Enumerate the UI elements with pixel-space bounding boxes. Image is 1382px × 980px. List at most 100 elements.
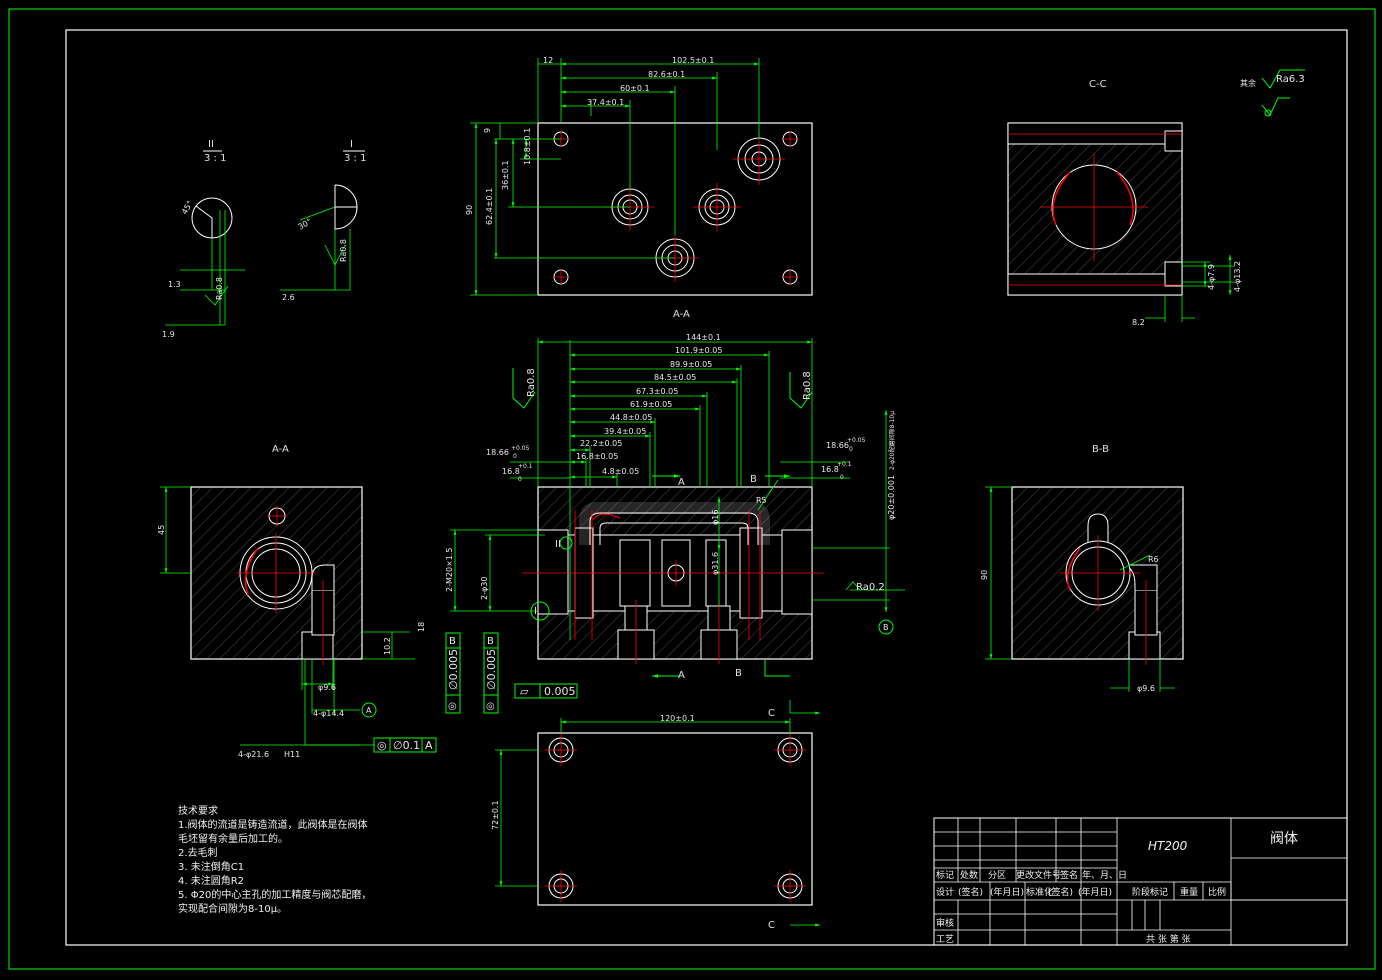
title-review: 审核 (936, 917, 954, 929)
top-view: 102.5±0.1 82.6±0.1 60±0.1 37.4±0.1 12 9 … (465, 56, 813, 320)
dim-main-tol0-r: 0 (849, 446, 853, 453)
title-design: 设计 (936, 886, 954, 898)
label-detail-ii: II (208, 139, 214, 150)
tol-frame-flat-sym: ▱ (520, 685, 529, 698)
notes-line-2: 毛坯留有余量后加工的。 (178, 832, 288, 845)
title-label-count: 处数 (960, 869, 978, 881)
detail-mark-ii: II (555, 539, 561, 550)
section-cc-view: 8.2 4-φ7.9 4-φ13.2 C-C (1007, 79, 1242, 327)
dim-det-19: 1.9 (162, 330, 175, 339)
dim-aa-45: 45 (157, 525, 166, 535)
label-section-aa: A-A (272, 444, 289, 455)
notes-title: 技术要求 (178, 804, 218, 817)
dim-cc-82: 8.2 (1132, 318, 1145, 327)
dim-main-phi16: φ16 (711, 510, 720, 525)
dim-aa-216: 4-φ21.6 (238, 750, 269, 759)
dim-main-phi20: φ20±0.001 (887, 475, 896, 520)
notes-line-5: 4. 未注圆角R2 (178, 874, 244, 887)
outer-border (8, 8, 1376, 970)
dim-main-tol0b-l: 0 (518, 476, 522, 483)
label-section-aa-top: A-A (673, 309, 690, 320)
cut-mark-c-bottom: C (768, 920, 775, 931)
dim-main-tol-l: +0.05 (511, 445, 530, 452)
detail-mark-i: I (534, 606, 537, 617)
title-block: HT200 阀体 标记 处数 分区 更改文件号 签名 年、月、日 设计 (签名)… (933, 817, 1348, 946)
tol-frame-a-sym: ◎ (377, 739, 387, 752)
cut-mark-a-bottom: A (678, 670, 685, 681)
dim-main-899: 89.9±0.05 (670, 360, 712, 369)
dim-bb-90: 90 (980, 570, 989, 580)
notes-line-4: 3. 未注倒角C1 (178, 860, 244, 873)
label-section-bb: B-B (1092, 444, 1109, 455)
notes-line-1: 1.阀体的流道是铸造流道，此阀体是在阀体 (178, 818, 368, 831)
dim-aa-h11: H11 (284, 750, 300, 759)
datum-b: B (883, 623, 889, 632)
dim-top-12: 12 (543, 56, 553, 65)
ra-main-bore: Ra0.2 (856, 582, 885, 593)
cut-mark-b-bottom: B (735, 668, 742, 679)
label-section-cc: C-C (1089, 79, 1107, 90)
dim-main-144: 144±0.1 (686, 333, 721, 342)
detail-i: I 3 : 1 2.6 30° Ra0.8 (280, 139, 366, 302)
ra-main-left: Ra0.8 (526, 368, 537, 397)
dim-aa-144: 4-φ14.4 (313, 709, 344, 718)
roughness-rest-value: Ra6.3 (1276, 74, 1305, 85)
dim-main-m20: 2-M20×1.5 (445, 548, 454, 592)
tol-frame-a-datum: A (425, 739, 433, 752)
title-sign-1: (签名) (958, 886, 983, 898)
title-label-change: 更改文件号 (1016, 869, 1061, 881)
tol-frame-b1-datum: B (449, 636, 456, 647)
dim-main-rsym: 2-φ20配磨间隙8-10μ (888, 411, 896, 470)
dim-det-30: 30° (297, 217, 314, 232)
dim-main-r5: R5 (756, 496, 767, 505)
dim-det-26: 2.6 (282, 293, 295, 302)
tol-frame-b1-sym: ◎ (448, 701, 457, 712)
dim-main-222: 22.2±0.05 (580, 439, 622, 448)
dim-top-1025: 102.5±0.1 (672, 56, 714, 65)
dim-det-ra08-i: Ra0.8 (339, 239, 348, 262)
title-standard: 标准化 (1026, 886, 1053, 898)
title-date-1: (年月日) (990, 886, 1024, 898)
dim-aa-96: φ9.6 (318, 683, 336, 692)
dim-top-374: 37.4±0.1 (587, 98, 624, 107)
dim-main-1866r: 18.66 (826, 441, 849, 450)
dim-main-168: 16.8±0.05 (576, 452, 618, 461)
dim-cc-phi132: 4-φ13.2 (1233, 261, 1242, 292)
title-part-name: 阀体 (1270, 831, 1298, 847)
dim-main-tol1-l: +0.1 (518, 463, 533, 470)
roughness-rest-symbol: 其余 Ra6.3 (1240, 69, 1305, 117)
dim-aa-18: 18 (417, 622, 426, 632)
bottom-view: 120±0.1 72±0.1 C C (491, 700, 820, 931)
dim-bot-120: 120±0.1 (660, 714, 695, 723)
dim-main-448: 44.8±0.05 (610, 413, 652, 422)
dim-top-90: 90 (465, 205, 474, 215)
dim-main-tol-r: +0.05 (847, 437, 866, 444)
cut-mark-c-top: C (768, 708, 775, 719)
cut-mark-a-top: A (678, 477, 685, 488)
tol-frame-b1-value: ∅0.005 (447, 649, 460, 690)
notes-line-6: 5. Φ20的中心主孔的加工精度与阀芯配磨， (178, 888, 371, 901)
dim-top-36: 36±0.1 (501, 160, 510, 190)
dim-main-1866l: 18.66 (486, 448, 509, 457)
dim-main-168l: 16.8 (502, 467, 520, 476)
dim-cc-phi79: 4-φ7.9 (1207, 264, 1216, 290)
tol-frame-flat-value: 0.005 (544, 685, 576, 698)
dim-top-624: 62.4±0.1 (485, 188, 494, 225)
section-aa-view: A ◎ ∅0.1 A 45 18 10.2 φ9.6 4-φ14.4 4-φ21… (157, 444, 437, 759)
dim-aa-102: 10.2 (383, 637, 392, 655)
dim-main-673: 67.3±0.05 (636, 387, 678, 396)
label-detail-i-scale: 3 : 1 (344, 153, 366, 164)
dim-main-394: 39.4±0.05 (604, 427, 646, 436)
dim-main-168r: 16.8 (821, 465, 839, 474)
title-material: HT200 (1148, 839, 1188, 853)
dim-main-619: 61.9±0.05 (630, 400, 672, 409)
section-bb-view: 90 φ9.6 R6 B-B (980, 444, 1184, 693)
title-scale: 比例 (1208, 886, 1226, 898)
dim-det-ra08-ii: Ra0.8 (215, 277, 224, 300)
dim-main-tol0b-r: 0 (840, 474, 844, 481)
dim-top-108: 10.8±0.1 (523, 128, 532, 165)
notes-line-3: 2.去毛刺 (178, 847, 218, 859)
dim-det-13: 1.3 (168, 280, 181, 289)
dim-main-845: 84.5±0.05 (654, 373, 696, 382)
